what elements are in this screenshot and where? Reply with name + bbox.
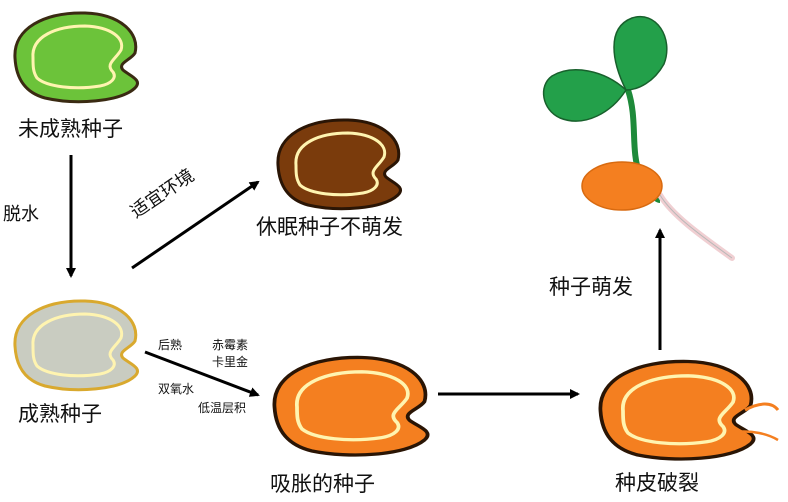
seedling-root	[657, 192, 735, 261]
seedling-leaf-left	[542, 69, 627, 122]
factor-after-ripening: 后熟	[158, 338, 183, 352]
seedling-seed	[581, 161, 663, 211]
factor-karrikin: 卡里金	[212, 355, 249, 369]
seedling-leaf-right	[613, 15, 668, 91]
split-coat-seed	[598, 359, 756, 461]
label-dormant-seed: 休眠种子不萌发	[256, 215, 403, 239]
label-dehydration: 脱水	[3, 204, 39, 225]
imbibed-seed	[272, 355, 430, 457]
factor-cold-stratification: 低温层积	[198, 401, 247, 415]
emerging-radicle	[744, 402, 780, 412]
immature-seed	[13, 11, 140, 104]
label-immature-seed: 未成熟种子	[18, 117, 123, 141]
label-germination: 种子萌发	[549, 275, 633, 299]
label-imbibed-seed: 吸胀的种子	[270, 472, 375, 496]
dormant-seed	[276, 118, 403, 211]
mature-seed	[13, 299, 140, 392]
seedling	[542, 15, 735, 261]
label-coat-split: 种皮破裂	[615, 471, 699, 495]
arrow-to-dormant	[131, 180, 260, 270]
label-mature-seed: 成熟种子	[18, 402, 102, 426]
factor-hydrogen-peroxide: 双氧水	[158, 382, 195, 396]
emerging-radicle-2	[734, 430, 779, 442]
factor-gibberellin: 赤霉素	[212, 338, 249, 352]
arrow-to-imbibed	[144, 350, 260, 397]
